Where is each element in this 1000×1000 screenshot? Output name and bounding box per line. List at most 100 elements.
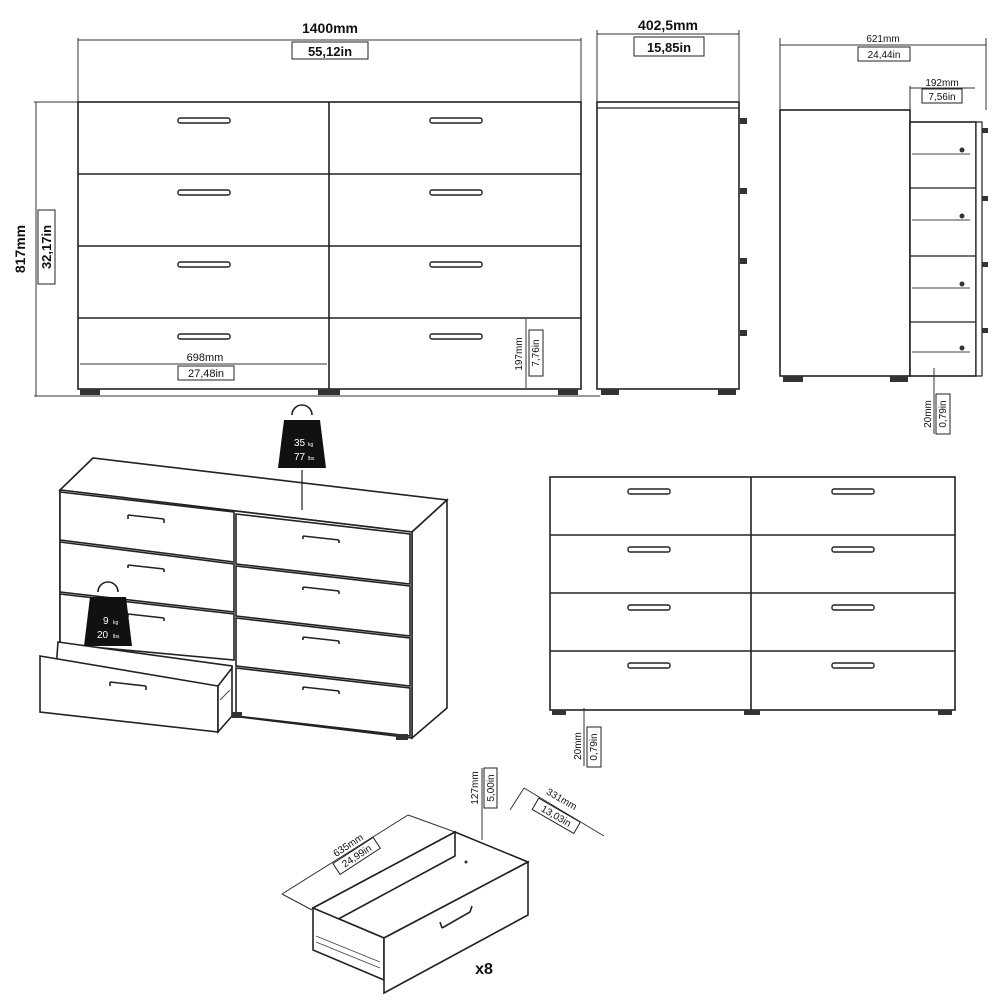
perspective-side	[411, 498, 448, 740]
drawer-length-in-bracket	[332, 836, 381, 876]
open-depth-in-label: 24,44in	[868, 50, 901, 61]
drawer-width-mm-label: 698mm	[187, 352, 224, 364]
open-cabinet-body	[779, 109, 911, 377]
front-handle-l2	[177, 189, 231, 196]
drawer-height-in-label: 7,76in	[531, 339, 542, 366]
side-handle-2	[740, 188, 747, 194]
perspective-drawer-r4	[235, 667, 411, 737]
perspective-handle-r3	[302, 636, 340, 644]
perspective-handle-open	[109, 681, 147, 690]
plain-handle-r4	[831, 662, 875, 669]
perspective-handle-l1	[127, 514, 165, 523]
height-mm-label: 817mm	[12, 225, 28, 273]
open-drawer-fronts	[975, 121, 983, 377]
front-view: 1400mm 55,12in 817mm 32,17in 698mm 27	[12, 20, 600, 397]
side-foot-1	[601, 389, 619, 395]
perspective-open-drawer-runner	[219, 689, 231, 701]
side-handle-1	[740, 118, 747, 124]
plain-leg-mm-label: 20mm	[573, 732, 584, 760]
open-handle-4	[982, 328, 988, 333]
open-leg-in-label: 0,79in	[938, 400, 949, 427]
side-depth-in-label: 15,85in	[647, 40, 691, 55]
open-drawer-stack	[909, 121, 977, 377]
drawer-height-mm-label: 197mm	[514, 337, 525, 370]
drawer-quantity-label: x8	[475, 961, 493, 978]
front-foot-2	[318, 389, 340, 395]
perspective-handle-r4	[302, 686, 340, 694]
front-foot-3	[558, 389, 578, 395]
perspective-view: 35 kg 77 lbs 9 kg 20 lbs	[39, 404, 449, 740]
front-handle-r1	[429, 117, 483, 124]
drawer-length-extension-left	[281, 893, 313, 911]
front-handle-r4	[429, 333, 483, 340]
drawer-load-kg-unit: kg	[113, 620, 119, 626]
perspective-drawer-l2	[59, 541, 235, 613]
drawer-width-in-label: 27,48in	[188, 368, 224, 380]
drawer-depth-extension-left	[509, 787, 525, 811]
drawer-detail: 635mm 24,99in 127mm 5,00in 331mm 13,03in…	[281, 767, 605, 995]
plain-handle-r3	[831, 604, 875, 611]
drawer-height-in-bracket	[528, 329, 544, 377]
width-in-bracket	[291, 41, 369, 60]
open-foot-1	[783, 376, 803, 382]
plain-leg-in-bracket	[586, 726, 602, 768]
plain-handle-r1	[831, 488, 875, 495]
drawer-weight-icon	[84, 597, 132, 646]
runner-wheel-2	[959, 213, 965, 219]
front-handle-l4	[177, 333, 231, 340]
top-load-lbs-value: 77	[294, 452, 306, 463]
drawer-load-lbs-value: 20	[97, 630, 109, 641]
open-foot-2	[890, 376, 908, 382]
drawer-height-detail-in-bracket	[483, 767, 498, 809]
top-load-kg-value: 35	[294, 438, 306, 449]
extension-in-bracket	[921, 88, 963, 104]
drawer-length-extension-right	[407, 814, 456, 833]
drawer-length-dimension-line	[281, 814, 409, 895]
top-load-kg-unit: kg	[308, 442, 314, 448]
side-depth-in-bracket	[633, 36, 705, 57]
front-foot-1	[80, 389, 100, 395]
side-view: 402,5mm 15,85in	[596, 17, 747, 395]
perspective-drawer-r2	[235, 565, 411, 637]
front-plain-view: 20mm 0,79in	[549, 476, 956, 768]
drawer-depth-in-bracket	[531, 797, 581, 835]
open-leg-mm-label: 20mm	[923, 400, 934, 428]
front-handle-r2	[429, 189, 483, 196]
drawer-weight-ring	[97, 581, 119, 593]
side-handle-3	[740, 258, 747, 264]
side-foot-2	[718, 389, 736, 395]
drawer-depth-dimension-line	[523, 787, 605, 837]
perspective-drawer-r1	[235, 513, 411, 585]
side-cabinet-body	[596, 101, 740, 390]
runner-wheel-3	[959, 281, 965, 287]
plain-handle-l2	[627, 546, 671, 553]
plain-leg-in-label: 0,79in	[589, 733, 600, 760]
top-load-lbs-unit: lbs	[308, 456, 315, 462]
drawer-detail-handle	[439, 905, 473, 929]
width-in-label: 55,12in	[308, 44, 352, 59]
drawer-width-in-bracket	[177, 365, 235, 381]
drawer-load-lbs-unit: lbs	[113, 634, 120, 640]
perspective-handle-l2	[127, 564, 165, 572]
plain-foot-2	[744, 710, 760, 715]
side-handle-4	[740, 330, 747, 336]
extension-mm-label: 192mm	[925, 78, 958, 89]
open-handle-3	[982, 262, 988, 267]
drawer-detail-runner-1	[315, 935, 381, 963]
extension-in-label: 7,56in	[928, 92, 955, 103]
drawer-detail-front-panel	[383, 860, 529, 995]
open-handle-2	[982, 196, 988, 201]
open-handle-1	[982, 128, 988, 133]
perspective-drawer-r3	[235, 617, 411, 687]
perspective-handle-r1	[302, 535, 340, 543]
drawer-detail-runner-2	[315, 941, 381, 969]
runner-wheel-1	[959, 147, 965, 153]
perspective-foot-2	[396, 734, 408, 740]
drawer-height-detail-mm-label: 127mm	[470, 771, 481, 804]
top-weight-ring	[291, 404, 313, 416]
plain-handle-l3	[627, 604, 671, 611]
plain-foot-1	[552, 710, 566, 715]
runner-wheel-4	[959, 345, 965, 351]
drawer-height-detail-in-label: 5,00in	[486, 774, 497, 801]
